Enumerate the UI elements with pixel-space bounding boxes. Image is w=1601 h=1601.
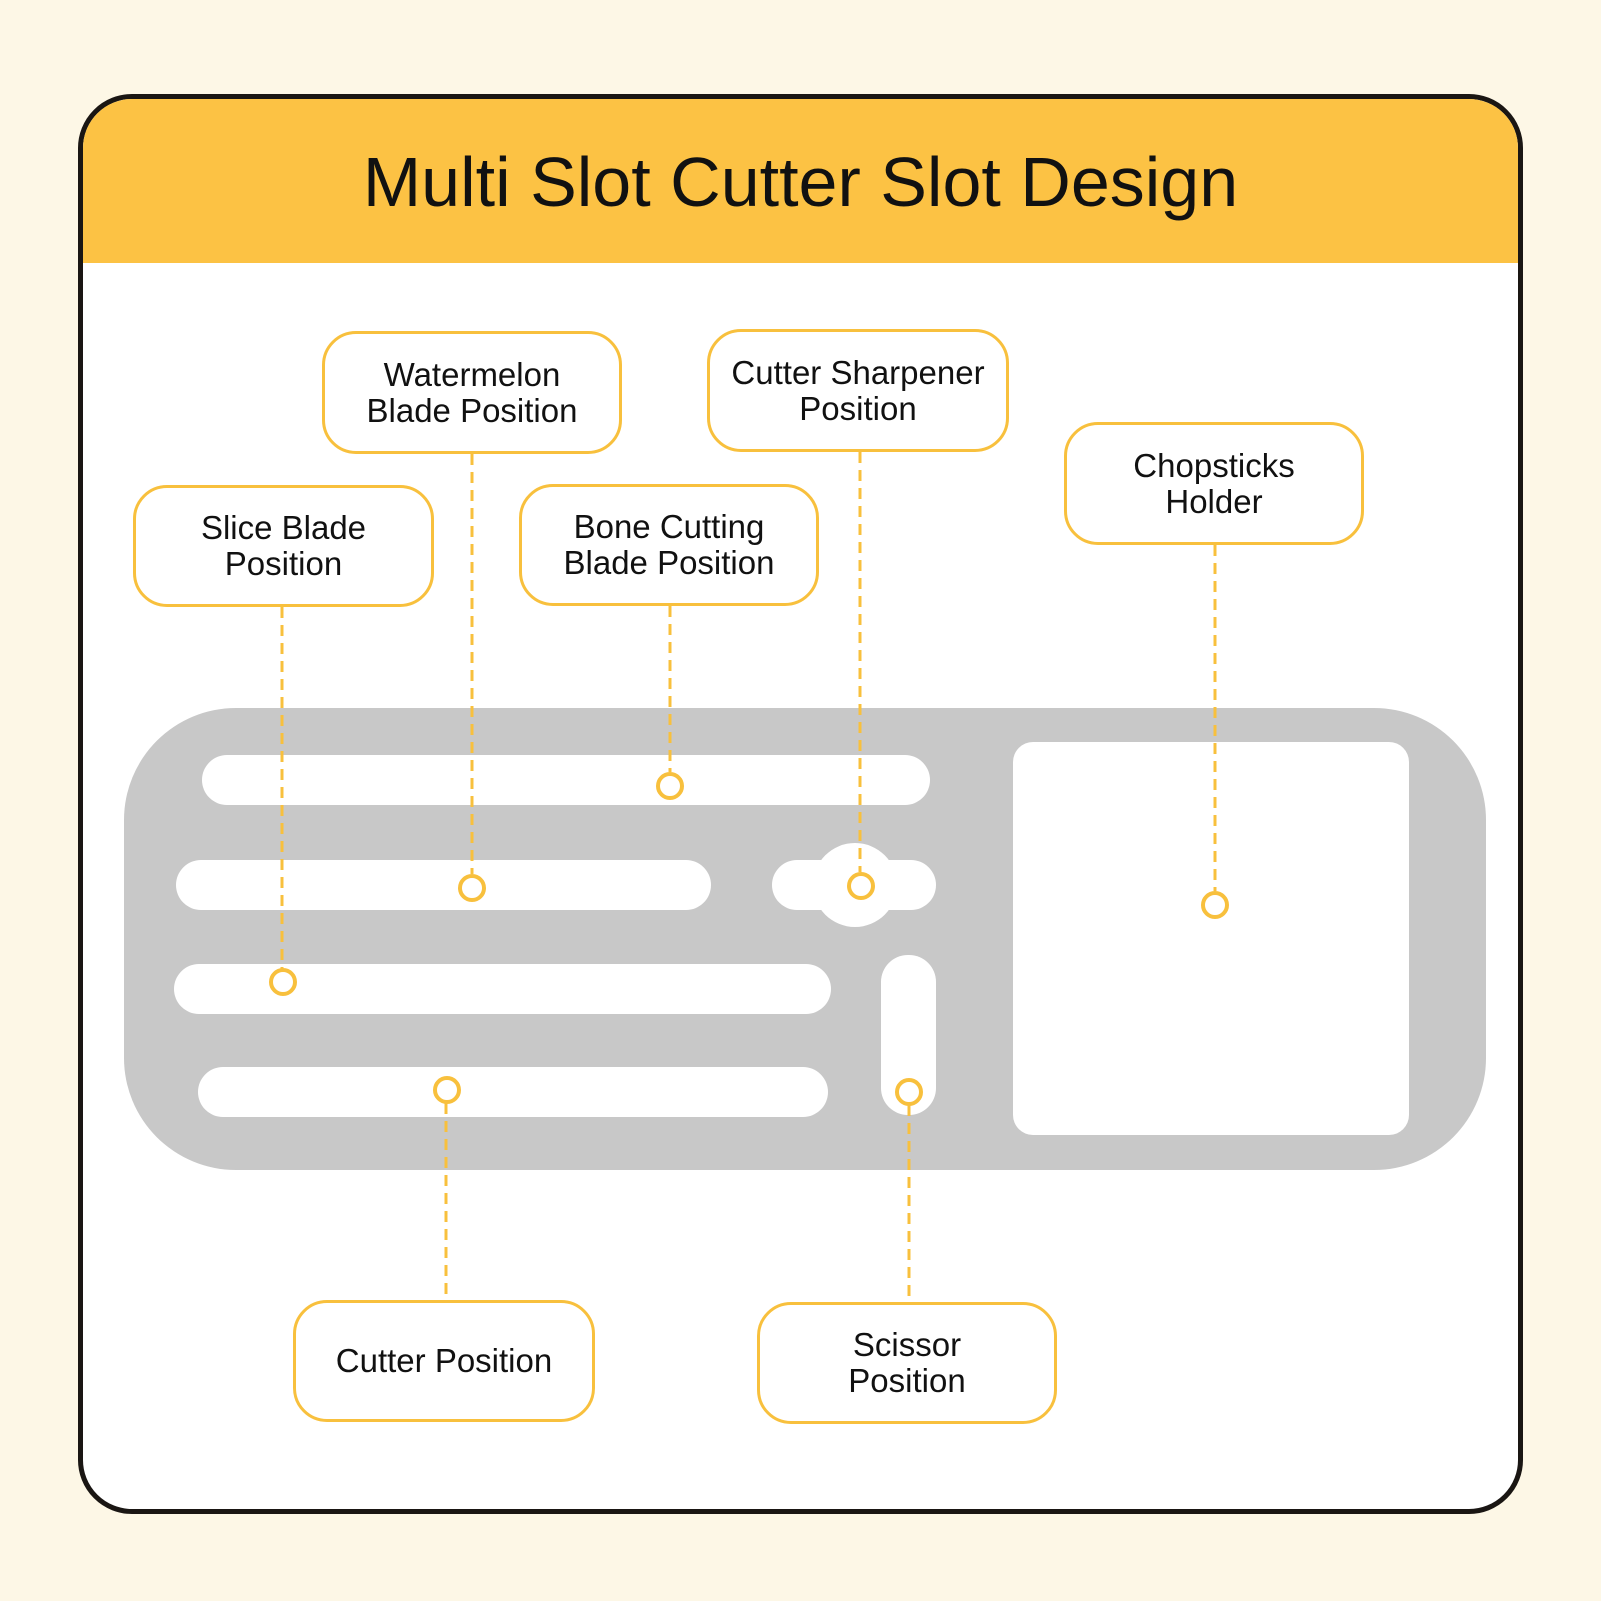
chopsticks-holder-slot <box>1013 742 1409 1135</box>
chopsticks-marker <box>1201 891 1229 919</box>
cutter-position-label: Cutter Position <box>293 1300 595 1422</box>
chopsticks-holder-label: Chopsticks Holder <box>1064 422 1364 545</box>
cutter-sharpener-label: Cutter Sharpener Position <box>707 329 1009 452</box>
slice-marker <box>269 968 297 996</box>
scissor-marker <box>895 1078 923 1106</box>
watermelon-blade-label: Watermelon Blade Position <box>322 331 622 454</box>
watermelon-blade-slot <box>176 860 711 910</box>
slice-blade-slot <box>174 964 831 1014</box>
scissor-position-label: Scissor Position <box>757 1302 1057 1424</box>
bone-cutting-blade-slot <box>202 755 930 805</box>
page-title: Multi Slot Cutter Slot Design <box>362 143 1239 221</box>
scissor-slot <box>881 955 936 1115</box>
bone-cutting-blade-label: Bone Cutting Blade Position <box>519 484 819 606</box>
watermelon-marker <box>458 874 486 902</box>
sharpener-marker <box>847 872 875 900</box>
cutter-marker <box>433 1076 461 1104</box>
title-banner: Multi Slot Cutter Slot Design <box>83 99 1518 263</box>
bone-marker <box>656 772 684 800</box>
slice-blade-label: Slice Blade Position <box>133 485 434 607</box>
cutter-slot <box>198 1067 828 1117</box>
